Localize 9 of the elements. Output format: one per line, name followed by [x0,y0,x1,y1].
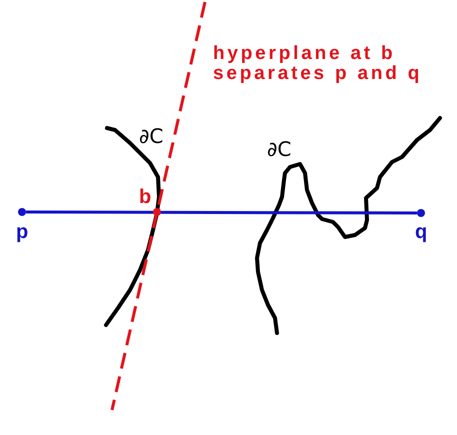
point-dot [417,209,425,217]
line-segment [26,210,417,214]
boundary-label: ∂C [139,125,164,147]
boundary-label: ∂C [267,138,292,160]
point-label: q [415,222,428,242]
point-label: b [139,187,152,207]
point-dot [18,208,26,216]
point-label: p [16,222,28,242]
annotation-text: hyperplane at b separates p and q [213,44,424,84]
